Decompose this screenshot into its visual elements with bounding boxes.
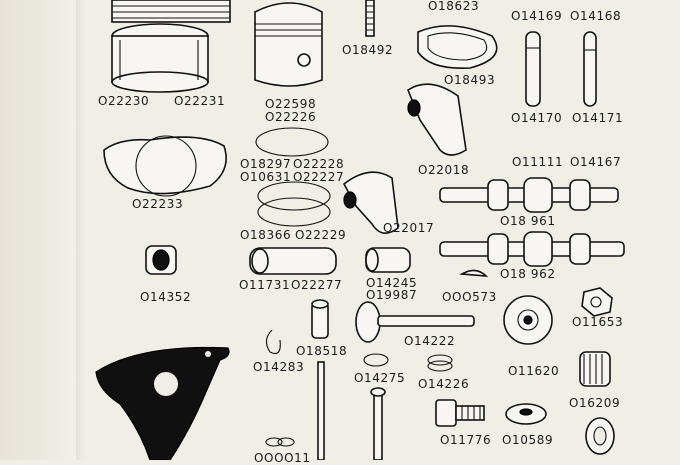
part-label: O18366 — [240, 228, 292, 242]
cam-follower-022017-drawing — [342, 171, 399, 234]
part-label: O18 962 — [500, 267, 556, 281]
pinion-016209-drawing — [579, 351, 611, 387]
spring-014226-drawing — [427, 354, 453, 372]
part-label: O18493 — [444, 73, 496, 87]
circlip-014283-drawing — [265, 329, 281, 355]
washer-010589-drawing — [505, 403, 547, 425]
part-label: O10589 — [502, 433, 554, 447]
pin-018518-drawing — [311, 299, 329, 339]
part-label: O14171 — [572, 111, 624, 125]
part-label: O14283 — [253, 360, 305, 374]
part-label: O22226 — [265, 110, 317, 124]
part-label: OOO573 — [442, 290, 497, 304]
valve-014222-drawing — [355, 301, 475, 343]
part-label: O22598 — [265, 97, 317, 111]
binding-shadow — [76, 0, 86, 460]
long-rod-drawing — [317, 361, 386, 460]
bush-014245-drawing — [365, 247, 411, 273]
cylinder-barrel-drawing — [111, 0, 231, 93]
part-label: O18492 — [342, 43, 394, 57]
part-label: O22233 — [132, 197, 184, 211]
gasket-022233-drawing — [103, 135, 227, 197]
part-label: O18623 — [428, 0, 480, 13]
camshaft-018961-drawing — [439, 177, 619, 213]
woodruff-key-drawing — [459, 269, 489, 277]
camshaft-018962-drawing — [439, 231, 625, 267]
cam-follower-022018-drawing — [407, 83, 467, 156]
part-label: O22017 — [383, 221, 435, 235]
bolt-011776-drawing — [435, 399, 485, 427]
gudgeon-pin-drawing — [249, 247, 337, 275]
part-label: O14168 — [570, 9, 622, 23]
part-label: O11620 — [508, 364, 560, 378]
nut-011653-drawing — [581, 287, 613, 317]
part-label: O14275 — [354, 371, 406, 385]
part-label: O14226 — [418, 377, 470, 391]
part-label: O11776 — [440, 433, 492, 447]
gear-011620-drawing — [503, 295, 553, 345]
part-label: O10631 — [240, 170, 292, 184]
part-label: O22229 — [295, 228, 347, 242]
part-label: O22228 — [293, 157, 345, 171]
part-label: O14222 — [404, 334, 456, 348]
part-label: O11111 — [512, 155, 564, 169]
part-label: O18297 — [240, 157, 292, 171]
part-label: O18 961 — [500, 214, 556, 228]
part-label: O14167 — [570, 155, 622, 169]
part-label: O18518 — [296, 344, 348, 358]
part-label: O22277 — [291, 278, 343, 292]
part-label: O14245 — [366, 276, 418, 290]
stud-drawing — [365, 0, 375, 37]
part-label: O11731 — [239, 278, 291, 292]
piston-drawing — [254, 2, 323, 87]
part-label: O22018 — [418, 163, 470, 177]
part-label: O16209 — [569, 396, 621, 410]
circlips-000011-drawing — [265, 437, 295, 447]
page-margin — [0, 0, 82, 460]
part-label: O14169 — [511, 9, 563, 23]
washer-014275-drawing — [363, 353, 389, 367]
part-label: O14352 — [140, 290, 192, 304]
pushrod-014171-drawing — [583, 31, 597, 107]
part-label: O22231 — [174, 94, 226, 108]
part-label: OOOO11 — [254, 451, 311, 465]
piston-rings-drawing — [255, 127, 331, 227]
ring-bottom-drawing — [585, 417, 615, 455]
pushrod-014170-drawing — [525, 31, 541, 107]
part-label: O22227 — [293, 170, 345, 184]
part-label: O19987 — [366, 288, 418, 302]
part-label: O11653 — [572, 315, 624, 329]
bush-014352-drawing — [145, 245, 177, 275]
part-label: O22230 — [98, 94, 150, 108]
part-label: O14170 — [511, 111, 563, 125]
gasket-018493-drawing — [417, 25, 498, 69]
engine-plate-drawing — [95, 346, 230, 460]
